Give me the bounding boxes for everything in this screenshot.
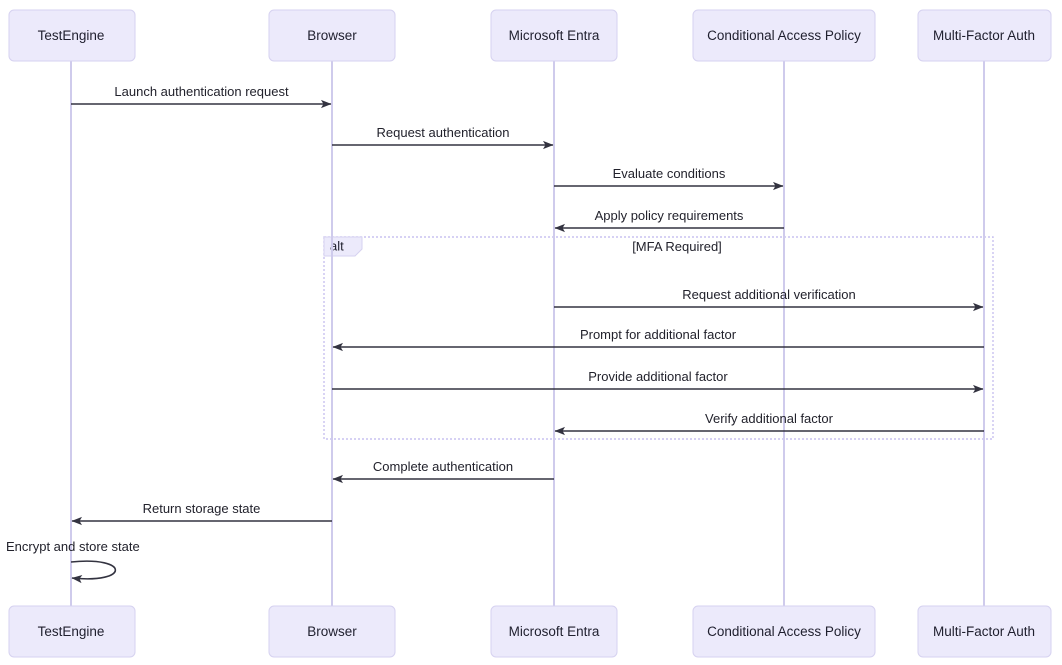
message-m6: Prompt for additional factor — [332, 327, 984, 352]
participants-bottom-layer: TestEngine Browser Microsoft Entra Conditio… — [8, 605, 1052, 658]
participant-browser-top[interactable]: Browser — [268, 9, 396, 62]
participant-label: Browser — [307, 624, 357, 639]
message-label: Evaluate conditions — [613, 166, 726, 181]
participant-box[interactable] — [692, 605, 876, 658]
self-message-label: Encrypt and store state — [6, 539, 140, 554]
alt-fragment-tag-label: alt — [330, 238, 344, 253]
participant-label: TestEngine — [38, 624, 105, 639]
participant-mfa-bottom[interactable]: Multi-Factor Auth — [917, 605, 1052, 658]
participant-label: TestEngine — [38, 28, 105, 43]
alt-fragment: alt [MFA Required] — [323, 236, 994, 440]
participant-cap-top[interactable]: Conditional Access Policy — [692, 9, 876, 62]
participant-label: Conditional Access Policy — [707, 28, 861, 43]
participant-label: Browser — [307, 28, 357, 43]
message-m4: Apply policy requirements — [554, 208, 784, 233]
message-label: Verify additional factor — [705, 411, 834, 426]
participant-box[interactable] — [692, 9, 876, 62]
participants-top-layer: TestEngine Browser Microsoft Entra Conditio… — [8, 9, 1052, 62]
participant-cap-bottom[interactable]: Conditional Access Policy — [692, 605, 876, 658]
message-label: Return storage state — [143, 501, 261, 516]
participant-testengine-bottom[interactable]: TestEngine — [8, 605, 136, 658]
participant-box[interactable] — [490, 605, 618, 658]
participant-entra-top[interactable]: Microsoft Entra — [490, 9, 618, 62]
participant-label: Microsoft Entra — [509, 624, 600, 639]
participant-box[interactable] — [268, 605, 396, 658]
alt-fragments-layer: alt [MFA Required] — [323, 236, 994, 440]
participant-label: Microsoft Entra — [509, 28, 600, 43]
alt-fragment-border — [323, 236, 994, 440]
message-m7: Provide additional factor — [332, 369, 984, 394]
participant-box[interactable] — [917, 9, 1052, 62]
message-label: Apply policy requirements — [595, 208, 744, 223]
message-m3: Evaluate conditions — [554, 166, 784, 191]
participant-testengine-top[interactable]: TestEngine — [8, 9, 136, 62]
message-m9: Complete authentication — [332, 459, 554, 484]
participant-box[interactable] — [8, 9, 136, 62]
message-label: Provide additional factor — [588, 369, 728, 384]
message-label: Complete authentication — [373, 459, 513, 474]
participant-box[interactable] — [490, 9, 618, 62]
message-label: Prompt for additional factor — [580, 327, 737, 342]
participant-mfa-top[interactable]: Multi-Factor Auth — [917, 9, 1052, 62]
self-message-s1: Encrypt and store state — [6, 539, 140, 584]
alt-fragment-tag-shape — [323, 236, 363, 257]
participant-entra-bottom[interactable]: Microsoft Entra — [490, 605, 618, 658]
participant-box[interactable] — [917, 605, 1052, 658]
participant-label: Multi-Factor Auth — [933, 624, 1035, 639]
participant-box[interactable] — [268, 9, 396, 62]
message-m1: Launch authentication request — [71, 84, 332, 109]
message-m2: Request authentication — [332, 125, 554, 150]
lifelines-layer — [70, 61, 985, 606]
message-label: Request authentication — [377, 125, 510, 140]
message-label: Request additional verification — [682, 287, 855, 302]
participant-box[interactable] — [8, 605, 136, 658]
message-m8: Verify additional factor — [554, 411, 984, 436]
message-m10: Return storage state — [71, 501, 332, 526]
message-label: Launch authentication request — [114, 84, 289, 99]
self-message-loop — [70, 560, 116, 584]
participant-label: Multi-Factor Auth — [933, 28, 1035, 43]
alt-fragment-condition-label: [MFA Required] — [632, 239, 722, 254]
participant-browser-bottom[interactable]: Browser — [268, 605, 396, 658]
message-m5: Request additional verification — [554, 287, 984, 312]
participant-label: Conditional Access Policy — [707, 624, 861, 639]
